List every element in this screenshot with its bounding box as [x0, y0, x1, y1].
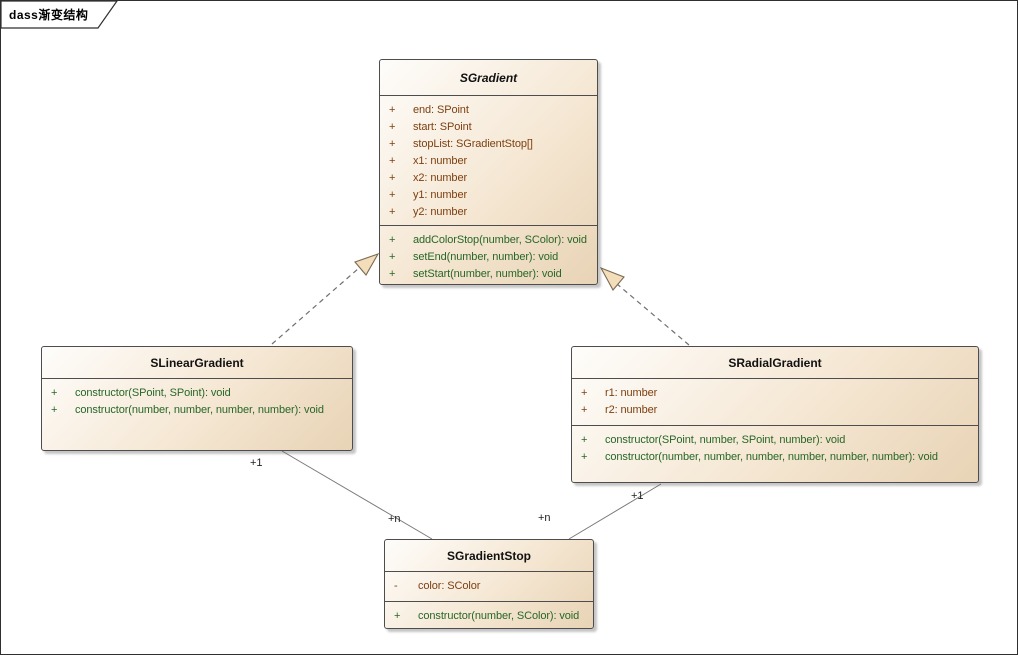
multiplicity-label: +1 — [250, 457, 263, 469]
visibility-symbol: + — [389, 188, 396, 201]
attribute-row[interactable]: + x1: number — [380, 152, 597, 169]
multiplicity-label: +1 — [631, 490, 644, 502]
method-text: constructor(number, number, number, numb… — [75, 403, 324, 416]
attribute-text: start: SPoint — [413, 120, 472, 133]
class-box-sgradient[interactable]: SGradient + end: SPoint + start: SPoint … — [379, 59, 598, 285]
visibility-symbol: + — [581, 433, 588, 446]
attribute-row[interactable]: + r1: number — [572, 384, 978, 401]
attribute-row[interactable]: + end: SPoint — [380, 101, 597, 118]
visibility-symbol: + — [51, 386, 58, 399]
method-row[interactable]: + constructor(number, number, number, nu… — [572, 448, 978, 465]
method-text: constructor(number, number, number, numb… — [605, 450, 938, 463]
class-box-slineargradient[interactable]: SLinearGradient + constructor(SPoint, SP… — [41, 346, 353, 451]
visibility-symbol: - — [394, 579, 398, 592]
tab-shape-icon — [1, 1, 118, 29]
attribute-row[interactable]: + r2: number — [572, 401, 978, 418]
visibility-symbol: + — [581, 450, 588, 463]
method-row[interactable]: + constructor(number, number, number, nu… — [42, 401, 352, 418]
attributes-compartment: + end: SPoint + start: SPoint + stopList… — [380, 96, 597, 225]
association-radial-to-stop[interactable] — [568, 483, 662, 540]
attribute-text: stopList: SGradientStop[] — [413, 137, 533, 150]
visibility-symbol: + — [581, 386, 588, 399]
visibility-symbol: + — [51, 403, 58, 416]
visibility-symbol: + — [394, 609, 401, 622]
attribute-text: y1: number — [413, 188, 468, 201]
generalization-arrowhead-right-icon — [599, 266, 625, 291]
visibility-symbol: + — [389, 233, 396, 246]
class-box-sradialgradient[interactable]: SRadialGradient + r1: number + r2: numbe… — [571, 346, 979, 483]
visibility-symbol: + — [389, 171, 396, 184]
multiplicity-label: +n — [388, 513, 401, 525]
attribute-text: end: SPoint — [413, 103, 469, 116]
generalization-radial-to-sgradient[interactable] — [616, 283, 690, 346]
attribute-row[interactable]: + x2: number — [380, 169, 597, 186]
method-row[interactable]: + addColorStop(number, SColor): void — [380, 231, 597, 248]
multiplicity-label: +n — [538, 512, 551, 524]
attribute-text: color: SColor — [418, 579, 481, 592]
methods-compartment: + constructor(SPoint, SPoint): void + co… — [42, 379, 352, 450]
method-row[interactable]: + constructor(SPoint, number, SPoint, nu… — [572, 431, 978, 448]
method-text: constructor(SPoint, number, SPoint, numb… — [605, 433, 846, 446]
method-row[interactable]: + constructor(SPoint, SPoint): void — [42, 384, 352, 401]
association-linear-to-stop[interactable] — [281, 450, 433, 540]
methods-compartment: + addColorStop(number, SColor): void + s… — [380, 225, 597, 284]
attributes-compartment: + r1: number + r2: number — [572, 379, 978, 425]
attribute-row[interactable]: + stopList: SGradientStop[] — [380, 135, 597, 152]
method-row[interactable]: + setStart(number, number): void — [380, 265, 597, 282]
method-text: constructor(SPoint, SPoint): void — [75, 386, 231, 399]
visibility-symbol: + — [389, 154, 396, 167]
method-text: addColorStop(number, SColor): void — [413, 233, 587, 246]
attribute-text: x1: number — [413, 154, 468, 167]
method-row[interactable]: + setEnd(number, number): void — [380, 248, 597, 265]
attribute-row[interactable]: + y1: number — [380, 186, 597, 203]
class-title: SGradientStop — [385, 540, 593, 572]
class-title: SRadialGradient — [572, 347, 978, 379]
attribute-text: x2: number — [413, 171, 468, 184]
generalization-arrowhead-left-icon — [354, 252, 380, 276]
attribute-row[interactable]: - color: SColor — [385, 577, 593, 594]
class-title: SLinearGradient — [42, 347, 352, 379]
diagram-title-tab: dass渐变结构 — [1, 1, 123, 31]
visibility-symbol: + — [389, 267, 396, 280]
methods-compartment: + constructor(SPoint, number, SPoint, nu… — [572, 425, 978, 482]
visibility-symbol: + — [389, 103, 396, 116]
attributes-compartment: - color: SColor — [385, 572, 593, 601]
diagram-title: dass渐变结构 — [9, 8, 89, 22]
attribute-row[interactable]: + start: SPoint — [380, 118, 597, 135]
generalization-linear-to-sgradient[interactable] — [271, 267, 360, 345]
class-title: SGradient — [380, 60, 597, 96]
class-box-sgradientstop[interactable]: SGradientStop - color: SColor + construc… — [384, 539, 594, 629]
method-text: setStart(number, number): void — [413, 267, 562, 280]
attribute-text: r1: number — [605, 386, 658, 399]
attribute-text: y2: number — [413, 205, 468, 218]
attribute-row[interactable]: + y2: number — [380, 203, 597, 220]
visibility-symbol: + — [389, 250, 396, 263]
attribute-text: r2: number — [605, 403, 658, 416]
visibility-symbol: + — [581, 403, 588, 416]
method-row[interactable]: + constructor(number, SColor): void — [385, 607, 593, 624]
method-text: constructor(number, SColor): void — [418, 609, 580, 622]
methods-compartment: + constructor(number, SColor): void — [385, 601, 593, 628]
visibility-symbol: + — [389, 205, 396, 218]
visibility-symbol: + — [389, 137, 396, 150]
method-text: setEnd(number, number): void — [413, 250, 559, 263]
visibility-symbol: + — [389, 120, 396, 133]
